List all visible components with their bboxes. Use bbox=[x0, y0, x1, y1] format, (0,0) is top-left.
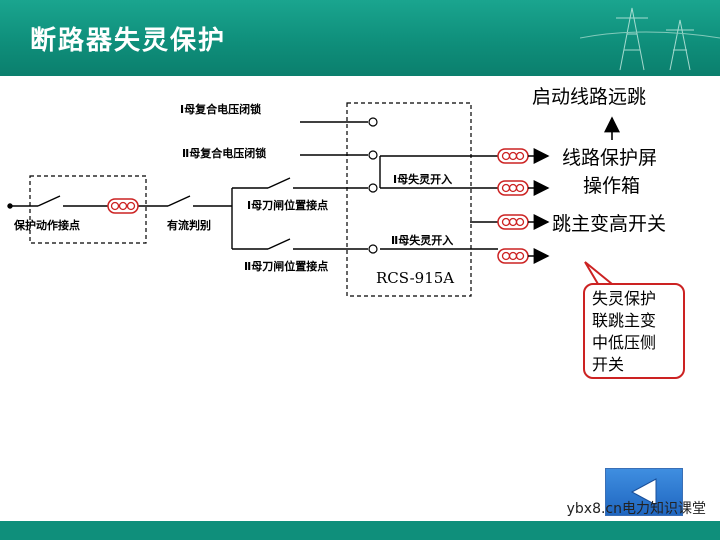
back-button[interactable] bbox=[605, 468, 683, 516]
watermark-text: ybx8.cn电力知识课堂 bbox=[566, 501, 706, 517]
isolator-2-label: Ⅱ母刀闸位置接点 bbox=[244, 259, 328, 273]
output-arrows bbox=[528, 116, 620, 264]
callout-note: 失灵保护 联跳主变 中低压侧 开关 bbox=[583, 283, 685, 379]
wiring bbox=[7, 121, 498, 250]
protection-contact-label: 保护动作接点 bbox=[13, 218, 80, 232]
protection-contact-box bbox=[29, 175, 147, 244]
input-1-label: Ⅰ母失灵开入 bbox=[393, 172, 452, 186]
slide-footer bbox=[0, 521, 720, 540]
slide-header: 断路器失灵保护 bbox=[0, 0, 720, 76]
terminal-circles bbox=[368, 117, 378, 254]
output-link-icons bbox=[497, 148, 529, 264]
interlock-1-label: Ⅰ母复合电压闭锁 bbox=[180, 102, 261, 116]
remote-trip-label: 启动线路远跳 bbox=[532, 86, 646, 108]
triangle-left-icon bbox=[630, 478, 657, 506]
interlock-2-label: Ⅱ母复合电压闭锁 bbox=[182, 146, 266, 160]
power-tower-decoration-icon bbox=[580, 7, 720, 71]
device-label: RCS-915A bbox=[376, 269, 454, 287]
note-line: 开关 bbox=[592, 355, 625, 374]
note-line: 中低压侧 bbox=[592, 333, 657, 352]
isolator-1-label: Ⅰ母刀闸位置接点 bbox=[247, 198, 328, 212]
slide-title: 断路器失灵保护 bbox=[30, 26, 227, 56]
current-check-label: 有流判别 bbox=[167, 218, 211, 232]
relay-link-icon bbox=[107, 198, 139, 214]
input-2-label: Ⅱ母失灵开入 bbox=[391, 233, 453, 247]
note-line: 联跳主变 bbox=[592, 311, 657, 330]
callout-pointer bbox=[584, 261, 613, 285]
trip-hv-label: 跳主变高开关 bbox=[552, 213, 666, 235]
note-line: 失灵保护 bbox=[592, 289, 657, 308]
line-panel-label: 线路保护屏 bbox=[562, 147, 657, 169]
rcs-device-box bbox=[346, 102, 472, 297]
operation-box-label: 操作箱 bbox=[583, 175, 640, 197]
